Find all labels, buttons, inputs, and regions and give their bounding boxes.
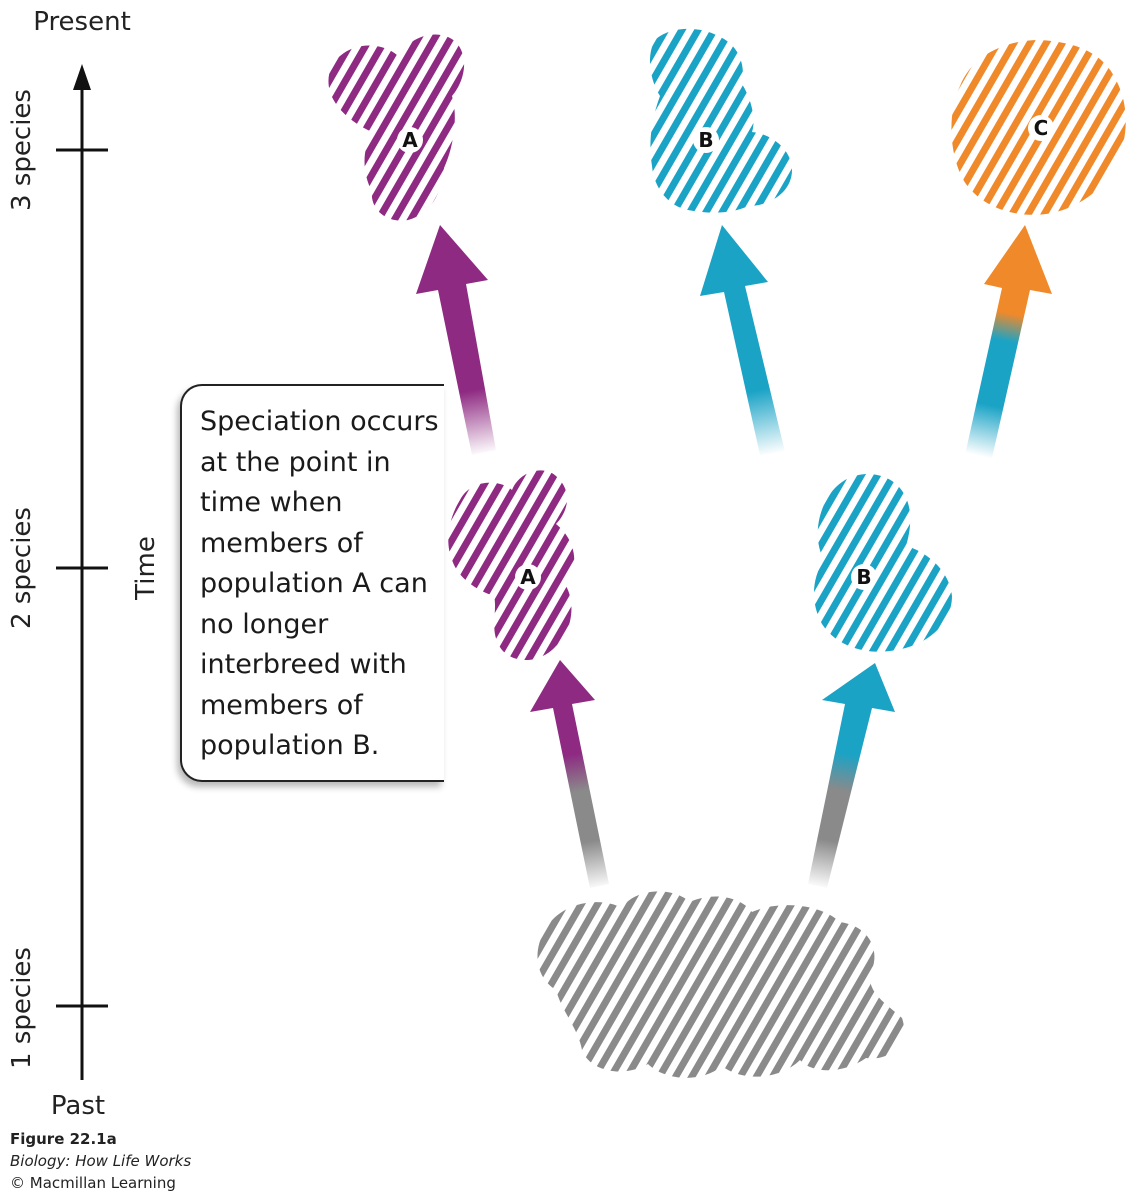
label-bg-top-b: [693, 127, 719, 153]
caption-book-title: Biology: How Life Works: [10, 1152, 192, 1170]
label-bg-top-c: [1028, 115, 1054, 141]
population-b-top: [649, 28, 792, 213]
axis-top-label: Present: [33, 7, 131, 37]
label-top-c: C: [1034, 116, 1049, 140]
label-bg-mid-a: [515, 564, 541, 590]
tick-label-1-species: 1 species: [7, 947, 37, 1069]
arrow-b-to-c: [965, 225, 1052, 458]
speciation-callout-box: [180, 384, 444, 782]
arrow-ancestor-to-a: [530, 660, 609, 888]
arrow-a-to-a: [416, 225, 496, 455]
population-b-middle: [813, 473, 952, 652]
population-a-middle: [448, 470, 575, 661]
label-top-b: B: [698, 128, 713, 152]
time-axis-arrowhead: [73, 64, 91, 90]
ancestral-population: [537, 891, 904, 1078]
arrow-b-to-b: [700, 225, 785, 455]
arrow-ancestor-to-b: [808, 663, 895, 888]
figure-caption: Figure 22.1a Biology: How Life Works © M…: [10, 1128, 191, 1194]
population-a-top: [328, 34, 465, 221]
tick-label-2-species: 2 species: [7, 507, 37, 629]
label-mid-b: B: [856, 565, 871, 589]
label-bg-top-a: [397, 127, 423, 153]
label-bg-mid-b: [851, 564, 877, 590]
caption-figure-number: Figure 22.1a: [10, 1130, 117, 1148]
label-top-a: A: [402, 128, 418, 152]
axis-title: Time: [131, 536, 161, 601]
axis-bottom-label: Past: [51, 1091, 105, 1121]
caption-copyright: © Macmillan Learning: [10, 1174, 176, 1192]
tick-label-3-species: 3 species: [7, 89, 37, 211]
label-mid-a: A: [520, 565, 536, 589]
speciation-callout-text: Speciation occurs at the point in time w…: [200, 406, 439, 761]
